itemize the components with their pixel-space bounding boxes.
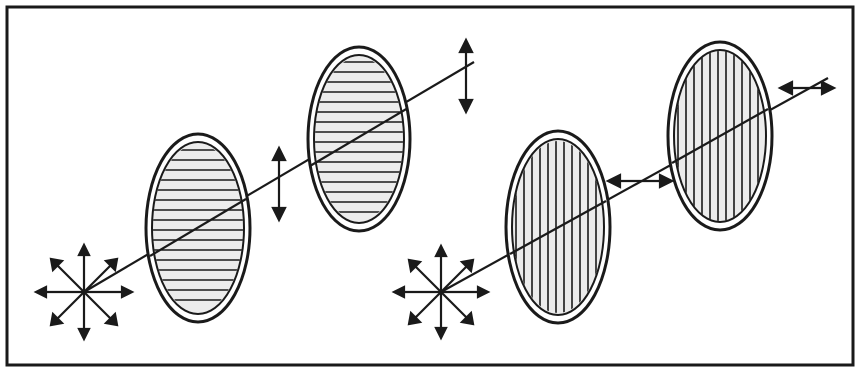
unpolarized-light-star-icon	[394, 246, 488, 338]
unpolarized-light-star-icon	[36, 245, 132, 339]
right-polarizer-2	[668, 40, 772, 232]
right-polarizer-1	[506, 130, 610, 324]
